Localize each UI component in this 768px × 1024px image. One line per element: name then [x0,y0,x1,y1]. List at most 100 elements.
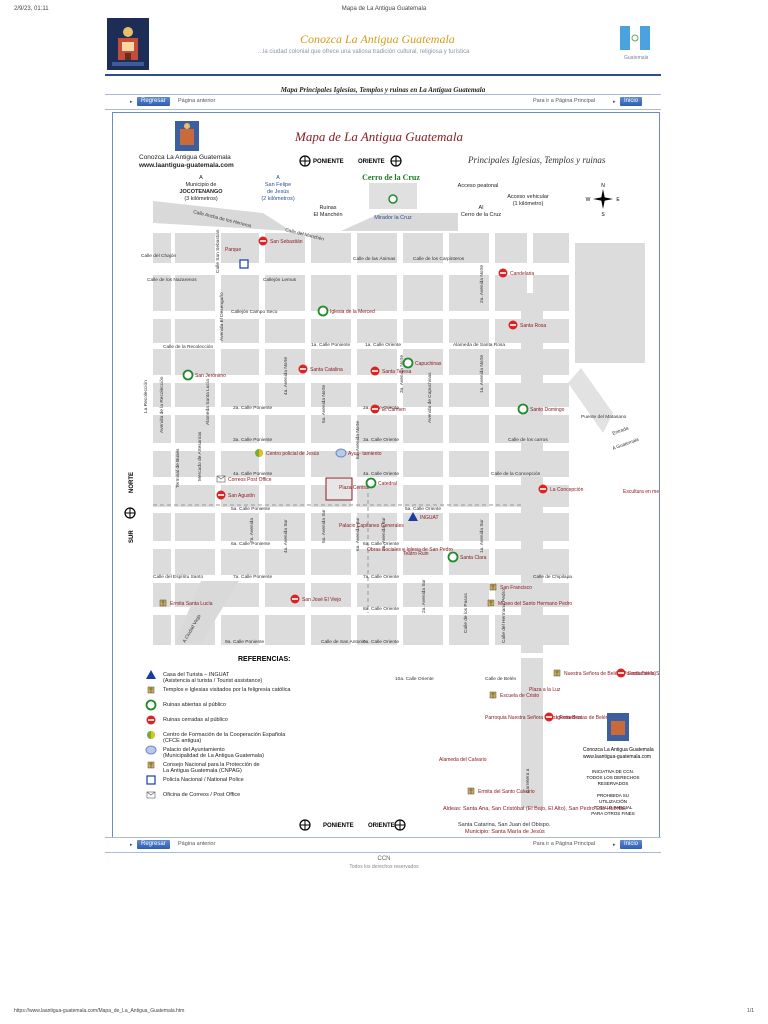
city-block [311,615,351,645]
marker-senora_belen[interactable] [553,669,561,677]
compass-bar-top: PONIENTE ORIENTE [299,155,402,167]
marker-legend-5[interactable] [145,745,157,755]
site-title[interactable]: Conozca La Antigua Guatemala [300,32,455,46]
city-block [175,485,215,507]
legend-subtext: (CFCE antigua) [163,738,201,744]
joco-2: JOCOTENANGO [179,189,223,195]
marker-santa_clara[interactable] [447,551,459,563]
manchen-1: Ruinas [319,205,336,211]
place-label-correo: Correos Post Office [228,477,272,483]
city-block [495,233,527,263]
city-block [449,583,489,607]
place-label-senora_belen: Nuestra Señora de Belén (Posada Belén) [564,671,656,677]
sf-2: de Jesús [267,189,289,195]
city-block [403,383,443,407]
antigua-map[interactable]: Mapa de La Antigua Guatemala Principales… [113,113,731,843]
marker-santa_cruz[interactable] [616,668,626,678]
city-block [311,275,351,311]
street-label-4a_oriente: 4a. Calle Oriente [363,471,399,477]
marker-concepcion[interactable] [538,484,548,494]
place-label-santa_clara: Santa Clara [460,555,487,561]
city-block [265,233,305,263]
marker-san_jose[interactable] [290,594,300,604]
marker-san_sebastian[interactable] [258,236,268,246]
marker-ayuntamiento[interactable] [335,448,347,458]
street-label-2a_poniente: 2a. Calle Poniente [233,405,273,411]
place-label-plaza_luz: Plaza a la Luz [529,687,561,693]
marker-san_francisco[interactable] [489,583,497,591]
cerro-label: Cerro de la Cruz [362,173,420,182]
marker-santa_catalina[interactable] [298,364,308,374]
marker-merced[interactable] [317,305,329,317]
marker-legend-4[interactable] [147,731,155,739]
back-button[interactable]: Regresar [137,97,170,106]
city-block [175,233,215,263]
city-block [221,275,259,311]
home-button-bottom[interactable]: Inicio [620,840,643,849]
street-label-4a_poniente: 4a. Calle Poniente [233,471,273,477]
place-label-merced: Iglesia de la Merced [330,309,375,315]
legend-text: Ruinas abiertas al público [163,702,226,708]
home-button[interactable]: Inicio [620,97,643,106]
manchen-2: El Manchén [313,212,342,218]
legend-text: Ruinas cerradas al público [163,717,228,723]
legend-item: Ruinas abiertas al público [163,702,226,708]
marker-santa_teresa[interactable] [370,366,380,376]
marker-museo[interactable] [487,599,495,607]
marker-beatos[interactable] [544,712,554,722]
back-button-bottom[interactable]: Regresar [137,840,170,849]
city-block [221,319,259,343]
footer-rights: Todos los derechos reservados [349,864,419,870]
marker-inguat[interactable] [408,512,418,521]
place-label-santa_teresa: Santa Teresa [382,369,412,375]
city-block [311,319,351,343]
legend-item: Ruinas cerradas al público [163,717,228,723]
place-label-teatro: Teatro Ruin [403,551,429,557]
home-text-bottom: Para ir a Página Principal [533,841,596,847]
rb-note1-0: INICIATIVA DE CCN. [592,769,634,774]
diagonal-roads [153,201,613,643]
marker-centro_poli[interactable] [255,449,263,457]
marker-legend-1[interactable] [147,686,155,694]
city-block [265,415,305,443]
city-block [153,319,171,343]
marker-santa_lucia[interactable] [159,599,167,607]
city-block [357,451,397,477]
acceso-veh-2: (1 kilómetro) [513,201,544,207]
compass-n: N [601,183,605,189]
city-block [265,485,305,507]
marker-candelaria[interactable] [498,268,508,278]
city-block [449,349,489,375]
marker-legend-0[interactable] [146,670,156,679]
city-block [403,415,443,443]
rb-brand-2: www.laantigua-guatemala.com [583,754,651,760]
marker-santo_domingo[interactable] [517,403,529,415]
marker-legend-3[interactable] [146,715,156,725]
place-label-santa_lucia: Ermita Santa Lucía [170,601,213,607]
marker-catedral[interactable] [365,477,377,489]
city-block [357,319,397,343]
site-logo[interactable] [107,18,149,70]
marker-legend-6[interactable] [147,761,155,769]
marker-calvario[interactable] [467,787,475,795]
marker-san_jeronimo[interactable] [182,369,194,381]
marker-el_carmen[interactable] [370,404,380,414]
street-label-1a_poniente: 1a. Calle Poniente [311,342,351,348]
municipio-text: Municipio: Santa María de Jesús [465,829,545,835]
city-block [153,615,171,645]
city-block [265,513,305,541]
street-label-6a_av_norte: 6a. Avenida Norte [355,421,361,459]
marker-legend-2[interactable] [145,699,157,711]
legend-item: Templos e Iglesias visitados por la feli… [163,687,291,693]
city-block [153,451,171,477]
city-block [221,485,259,507]
marker-santa_rosa[interactable] [508,320,518,330]
marker-legend-8[interactable] [146,791,156,799]
marker-san_agustin[interactable] [216,490,226,500]
legend-text: Casa del Turista – INGUAT [163,672,230,678]
marker-police[interactable] [239,259,249,269]
place-label-escultura: Escultura en memoria del Santo Hermano P… [623,489,659,495]
marker-escuela_cristo[interactable] [489,691,497,699]
marker-correo[interactable] [216,475,226,483]
marker-capuchinas[interactable] [402,357,414,369]
